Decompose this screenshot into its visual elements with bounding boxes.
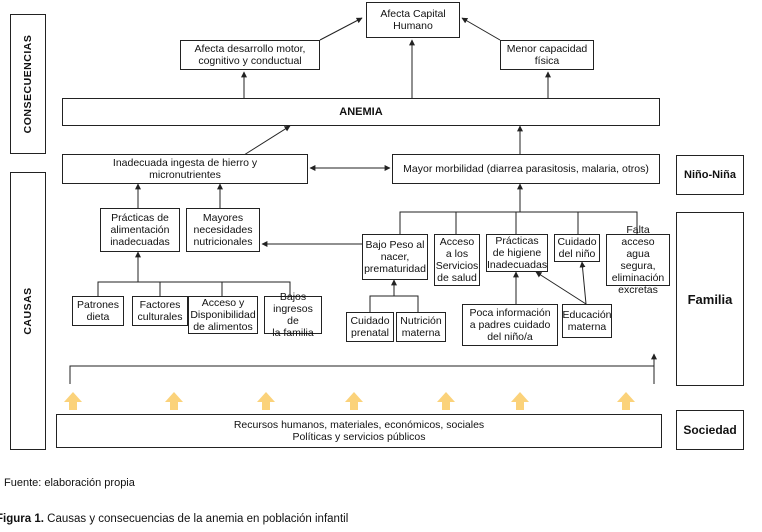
up-arrow-1 — [64, 392, 82, 410]
up-arrow-2 — [165, 392, 183, 410]
node-practicas-alimentacion: Prácticas de alimentación inadecuadas — [100, 208, 180, 252]
sociedad-up-arrows — [64, 392, 635, 410]
node-educacion-materna: Educación materna — [562, 304, 612, 338]
node-nutricion-materna: Nutrición materna — [396, 312, 446, 342]
node-falta-agua: Falta acceso agua segura, eliminación ex… — [606, 224, 670, 296]
node-cuidado-nino: Cuidado del niño — [554, 234, 600, 262]
fuente-caption: Fuente: elaboración propia — [4, 477, 135, 489]
node-ingesta: Inadecuada ingesta de hierro y micronutr… — [62, 154, 308, 184]
node-factores: Factores culturales — [132, 296, 188, 326]
node-sociedad: Recursos humanos, materiales, económicos… — [56, 414, 662, 448]
up-arrow-6 — [511, 392, 529, 410]
causas-frame — [10, 172, 46, 450]
arrow-educacion-to-cuidado — [579, 261, 587, 305]
arrow-capacidad-to-capital — [461, 17, 501, 41]
node-cuidado-prenatal: Cuidado prenatal — [346, 312, 394, 342]
node-ingresos: Bajos ingresos de la familia — [264, 291, 322, 339]
node-necesidades: Mayores necesidades nutricionales — [186, 208, 260, 252]
node-patrones: Patrones dieta — [72, 296, 124, 326]
node-higiene: Prácticas de higiene Inadecuadas — [486, 234, 548, 272]
arrow-educacion-to-higiene — [535, 271, 587, 305]
arrow-ingesta-to-anemia — [243, 125, 291, 156]
bracket-prenatal — [369, 295, 419, 312]
bracket-bottom-causes — [97, 281, 291, 296]
up-arrow-4 — [345, 392, 363, 410]
consecuencias-frame — [10, 14, 46, 154]
up-arrow-5 — [437, 392, 455, 410]
figure-caption: Figura 1. Causas y consecuencias de la a… — [0, 513, 348, 525]
node-bajo-peso: Bajo Peso al nacer, prematuridad — [362, 234, 428, 280]
node-acceso-salud: Acceso a los Servicios de salud — [434, 234, 480, 286]
node-desarrollo: Afecta desarrollo motor, cognitivo y con… — [180, 40, 320, 70]
arrow-desarrollo-to-capital — [319, 17, 363, 41]
figure-title: Causas y consecuencias de la anemia en p… — [47, 513, 349, 525]
node-capacidad: Menor capacidad física — [500, 40, 594, 70]
node-disponibilidad: Acceso y Disponibilidad de alimentos — [188, 296, 258, 334]
bracket-familia-causes — [399, 211, 638, 234]
nino-nina-label: Niño-Niña — [676, 155, 744, 195]
node-morbilidad: Mayor morbilidad (diarrea parasitosis, m… — [392, 154, 660, 184]
node-capital-humano: Afecta Capital Humano — [366, 2, 460, 38]
figure-number: Figura 1. — [0, 513, 44, 525]
node-anemia: ANEMIA — [62, 98, 660, 126]
up-arrow-7 — [617, 392, 635, 410]
sociedad-label: Sociedad — [676, 410, 744, 450]
node-poca-informacion: Poca información a padres cuidado del ni… — [462, 304, 558, 346]
bracket-sociedad — [69, 365, 655, 384]
up-arrow-3 — [257, 392, 275, 410]
familia-label: Familia — [676, 212, 744, 386]
